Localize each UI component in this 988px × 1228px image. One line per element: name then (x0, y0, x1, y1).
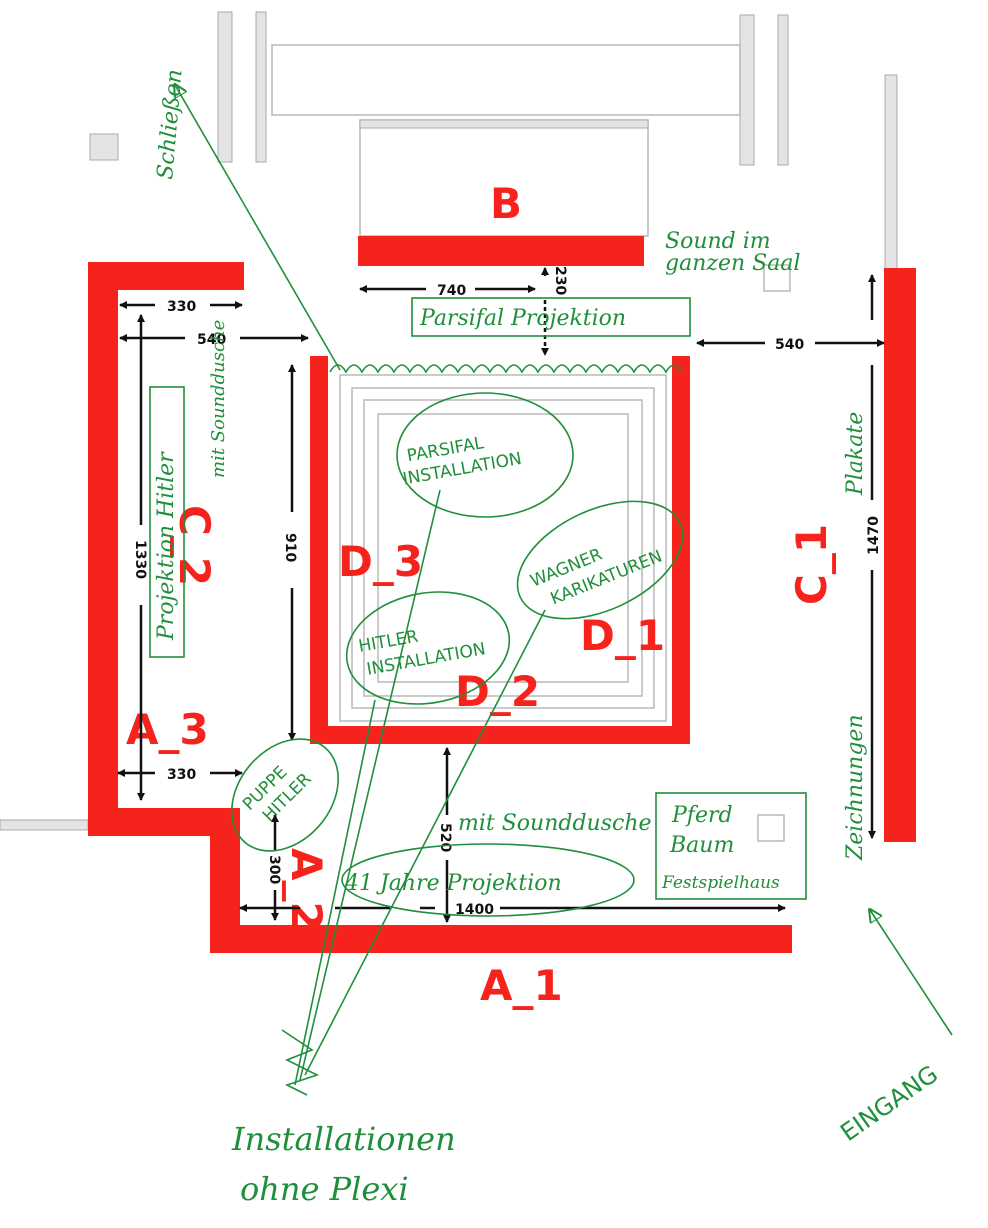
jahre-projektion-ellipse (341, 843, 635, 917)
note-installationen-2: ohne Plexi (240, 1170, 409, 1208)
dim-right-gap: 540 (775, 337, 804, 353)
curtain-scribble (329, 364, 683, 374)
note-installationen-1: Installationen (231, 1120, 456, 1158)
zone-a1-label: A_1 (480, 961, 563, 1010)
dim-left-wall-length: 1330 (132, 540, 148, 579)
scribbled-arrowhead (281, 1029, 320, 1096)
dim-bottom-left-width: 330 (167, 767, 196, 783)
wall-a3 (88, 262, 118, 836)
note-projektion-hitler: Projektion Hitler (154, 451, 179, 641)
zone-c2-label: C_2 (170, 505, 219, 586)
note-jahre-projektion: 41 Jahre Projektion (344, 871, 562, 896)
dim-b-gap: 230 (552, 266, 568, 295)
column (757, 814, 785, 842)
dim-top-left-width: 330 (167, 299, 196, 315)
wall-d2 (310, 726, 690, 744)
note-schliessen: Schließen (153, 68, 188, 180)
dim-left-room-width: 540 (197, 332, 226, 348)
pferd-box (655, 792, 807, 900)
zone-b-label: B (490, 179, 522, 228)
dim-a1-length: 1400 (455, 902, 494, 918)
note-pferd-2: Baum (669, 833, 734, 858)
zone-d3-label: D_3 (338, 537, 423, 586)
projektion-hitler-box (149, 386, 185, 658)
dim-center-height: 910 (282, 533, 298, 562)
note-pferd-3: Festspielhaus (661, 873, 780, 893)
wagner-karikaturen-ellipse (516, 500, 684, 620)
dim-right-wall-length: 1470 (866, 516, 882, 555)
wall-a1 (210, 925, 792, 953)
wall-b (358, 236, 644, 266)
zone-a2-label: A_2 (282, 848, 331, 931)
wall-d1 (672, 356, 690, 744)
parsifal-projektion-box (411, 297, 691, 337)
column (89, 133, 119, 161)
note-zeichnungen: Zeichnungen (843, 714, 868, 861)
dim-bottom-gap: 520 (437, 823, 453, 852)
wall-c1 (884, 268, 916, 842)
walls (88, 236, 916, 953)
note-plakate: Plakate (843, 412, 868, 496)
note-eingang: EINGANG (835, 1060, 943, 1147)
hitler-installation-ellipse (345, 591, 511, 705)
note-mit-sounddusche-left: mit Sounddusche (208, 320, 229, 478)
zone-d2-label: D_2 (455, 667, 540, 716)
note-parsifal-projektion: Parsifal Projektion (419, 306, 626, 331)
note-sound-saal-1: Sound im (665, 229, 771, 254)
zone-d1-label: D_1 (580, 611, 665, 660)
dim-b-wall-width: 740 (437, 283, 466, 299)
zone-a3-label: A_3 (126, 705, 209, 754)
building-outline (0, 11, 898, 842)
zone-c1-label: C_1 (787, 524, 836, 605)
note-pferd-1: Pferd (671, 803, 733, 828)
note-mit-sounddusche-bottom: mit Sounddusche (458, 811, 652, 836)
parsifal-installation-ellipse (396, 392, 574, 518)
note-sound-saal-2: ganzen Saal (665, 251, 800, 276)
column (763, 264, 791, 292)
puppe-hitler-ellipse (231, 738, 339, 852)
wall-d3 (310, 356, 328, 744)
dimensions: 330 540 740 230 540 1470 910 1330 330 52… (117, 266, 885, 923)
dim-a2-height: 300 (266, 855, 282, 884)
